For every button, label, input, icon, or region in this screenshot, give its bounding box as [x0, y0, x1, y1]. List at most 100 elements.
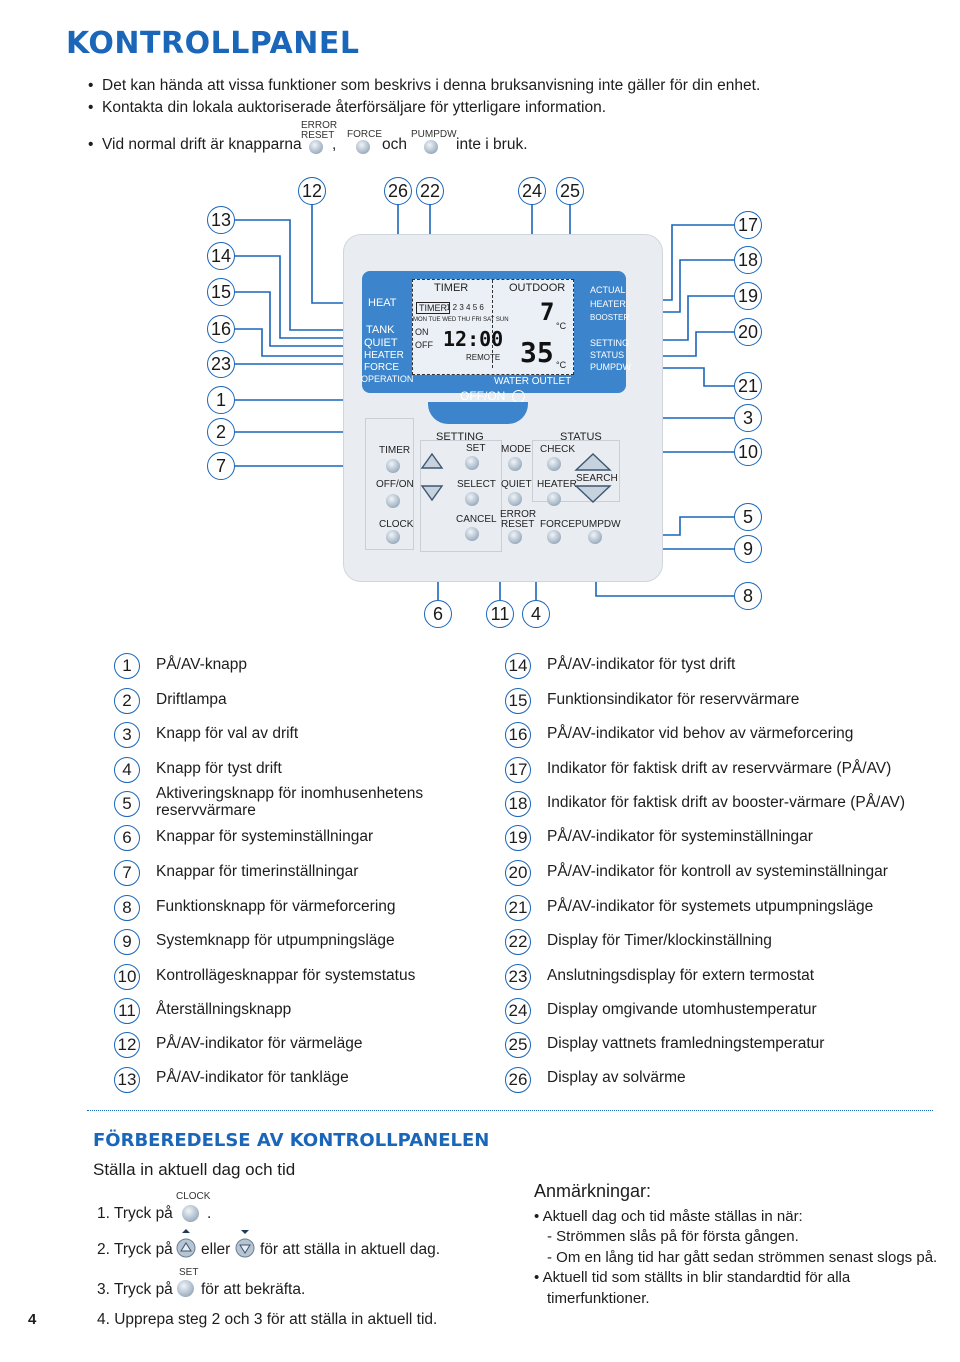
legend-num-21: 21 — [505, 895, 531, 921]
search-up-arrow-icon[interactable] — [574, 453, 612, 471]
legend-num-13: 13 — [114, 1067, 140, 1093]
legend-text-4: Knapp för tyst drift — [156, 760, 282, 777]
legend-num-5: 5 — [114, 791, 140, 817]
error-reset-button[interactable] — [508, 530, 522, 544]
arrow-buttons[interactable] — [420, 450, 620, 510]
intro-bullet-1: Det kan hända att vissa funktioner som b… — [88, 77, 760, 95]
callout-16: 16 — [207, 315, 235, 343]
step-3-set-label: SET — [179, 1267, 199, 1278]
lcd-remote: REMOTE — [466, 353, 501, 362]
down-arrow-icon[interactable] — [420, 485, 444, 502]
lcd-timer-tag: TIMER — [416, 302, 450, 314]
lcd-off: OFF — [415, 340, 433, 350]
up-arrow-icon[interactable] — [420, 452, 444, 469]
callout-26: 26 — [384, 177, 412, 205]
legend-text-22: Display för Timer/klockinställning — [547, 932, 772, 949]
pumpdw-button[interactable] — [588, 530, 602, 544]
legend-num-16: 16 — [505, 722, 531, 748]
callout-24: 24 — [518, 177, 546, 205]
legend-text-18: Indikator för faktisk drift av booster-v… — [547, 794, 906, 811]
select-button[interactable] — [465, 492, 479, 506]
reset-btn-label: RESET — [501, 519, 535, 530]
search-down-arrow-icon[interactable] — [574, 485, 612, 503]
legend-num-8: 8 — [114, 895, 140, 921]
callout-9: 9 — [734, 535, 762, 563]
legend-text-11: Återställningsknapp — [156, 1001, 292, 1018]
callout-19: 19 — [734, 282, 762, 310]
timer-button[interactable] — [386, 459, 400, 473]
heater-label: HEATER — [537, 479, 577, 490]
legend-text-7: Knappar för timerinställningar — [156, 863, 359, 880]
lcd-heater-ind: HEATER — [590, 299, 626, 309]
legend-text-24: Display omgivande utomhustemperatur — [547, 1001, 817, 1018]
force-button[interactable] — [547, 530, 561, 544]
callout-4: 4 — [522, 600, 550, 628]
callout-7: 7 — [207, 452, 235, 480]
lcd-status: STATUS — [590, 350, 625, 360]
intro-bullet-2: Kontakta din lokala auktoriserade återfö… — [88, 99, 606, 117]
offon-btn-label: OFF/ON — [376, 479, 414, 490]
quiet-label: QUIET — [501, 479, 532, 490]
check-label: CHECK — [540, 444, 576, 455]
set-button-icon — [177, 1280, 194, 1297]
status-label: STATUS — [560, 431, 602, 443]
callout-12: 12 — [298, 177, 326, 205]
clock-button-icon — [182, 1205, 199, 1222]
quiet-button[interactable] — [508, 492, 522, 506]
clock-btn-label: CLOCK — [379, 519, 414, 530]
section-divider — [87, 1110, 933, 1111]
select-label: SELECT — [457, 479, 496, 490]
timer-button-group — [365, 418, 414, 550]
callout-25: 25 — [556, 177, 584, 205]
cancel-label: CANCEL — [456, 514, 497, 525]
mode-button[interactable] — [508, 457, 522, 471]
callout-21: 21 — [734, 372, 762, 400]
legend-text-21: PÅ/AV-indikator för systemets utpumpning… — [547, 898, 874, 915]
callout-18: 18 — [734, 246, 762, 274]
offon-button[interactable] — [428, 402, 528, 424]
legend-text-14: PÅ/AV-indikator för tyst drift — [547, 656, 736, 673]
check-button[interactable] — [547, 457, 561, 471]
note-bullet-2: • Aktuell tid som ställts in blir standa… — [534, 1269, 851, 1286]
heater-button[interactable] — [547, 492, 561, 506]
callout-14: 14 — [207, 242, 235, 270]
page-number: 4 — [28, 1311, 37, 1328]
set-button[interactable] — [465, 456, 479, 470]
lcd-outdoor-temp: 7 — [540, 298, 555, 326]
legend-num-11: 11 — [114, 998, 140, 1024]
legend-text-17: Indikator för faktisk drift av reservvär… — [547, 760, 892, 777]
intro-bullet-3: Vid normal drift är knapparna — [88, 136, 302, 154]
legend-num-25: 25 — [505, 1032, 531, 1058]
pumpdw-button-icon — [424, 140, 438, 154]
lcd-water-temp: 35 — [520, 336, 554, 369]
set-label: SET — [466, 443, 486, 454]
legend-num-10: 10 — [114, 964, 140, 990]
legend-num-20: 20 — [505, 860, 531, 886]
legend-num-7: 7 — [114, 860, 140, 886]
legend-num-3: 3 — [114, 722, 140, 748]
lcd-water-outlet: WATER OUTLET — [494, 376, 572, 387]
lcd-booster: BOOSTER — [590, 313, 630, 322]
legend-text-19: PÅ/AV-indikator för systeminställningar — [547, 828, 813, 845]
legend-num-24: 24 — [505, 998, 531, 1024]
timer-btn-label: TIMER — [379, 445, 411, 456]
callout-22: 22 — [416, 177, 444, 205]
lcd-actual: ACTUAL — [590, 285, 626, 295]
legend-text-3: Knapp för val av drift — [156, 725, 299, 742]
lcd-unit-outdoor: °C — [556, 321, 567, 331]
cancel-button[interactable] — [465, 527, 479, 541]
timer-offon-button[interactable] — [386, 494, 400, 508]
step-2-eller: eller — [201, 1241, 231, 1258]
callout-3: 3 — [734, 404, 762, 432]
lcd-force: FORCE — [364, 362, 399, 373]
step-4: 4. Upprepa steg 2 och 3 för att ställa i… — [97, 1311, 438, 1328]
status-button-group — [532, 440, 620, 502]
step-3-end: för att bekräfta. — [201, 1281, 306, 1298]
force-label: FORCE — [347, 129, 382, 140]
legend-text-12: PÅ/AV-indikator för värmeläge — [156, 1035, 363, 1052]
clock-button[interactable] — [386, 530, 400, 544]
pumpdw-label: PUMPDW — [411, 129, 457, 140]
legend-text-9: Systemknapp för utpumpningsläge — [156, 932, 395, 949]
lcd-unit-water: °C — [556, 360, 567, 370]
search-label: SEARCH — [576, 473, 618, 484]
